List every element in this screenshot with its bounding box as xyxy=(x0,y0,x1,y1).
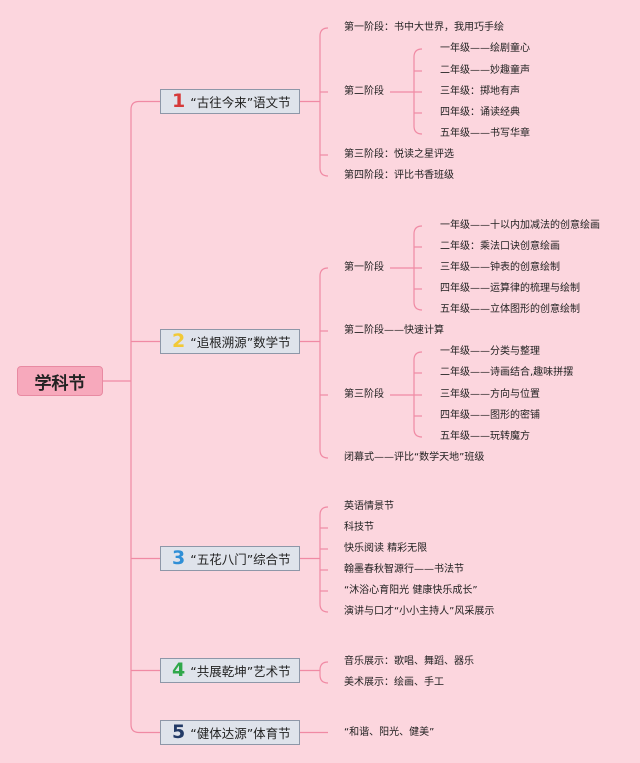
stage-item: 第四阶段：评比书香班级 xyxy=(344,170,454,181)
connector-line xyxy=(319,267,329,277)
grade-item: 二年级：乘法口诀创意绘画 xyxy=(440,241,560,252)
stage-item: 闭幕式——评比“数学天地”班级 xyxy=(344,452,485,463)
branch-chinese-festival: 1 “古往今来”语文节 xyxy=(160,89,300,114)
connector-line xyxy=(319,661,329,671)
branch-number: 3 xyxy=(172,547,186,569)
connector-line xyxy=(413,301,423,311)
branch-number: 2 xyxy=(172,330,186,352)
branch-label: “古往今来”语文节 xyxy=(190,95,291,110)
branch-label: “五花八门”综合节 xyxy=(190,552,291,567)
root-node: 学科节 xyxy=(17,366,103,396)
stage-item: 第三阶段 xyxy=(344,389,384,400)
connector-line xyxy=(130,724,160,734)
stage-item: 第一阶段 xyxy=(344,262,384,273)
grade-item: 四年级：诵读经典 xyxy=(440,107,520,118)
activity-item: “沐浴心育阳光 健康快乐成长” xyxy=(344,585,478,596)
activity-item: 演讲与口才“小小主持人”风采展示 xyxy=(344,606,495,617)
branch-sports-festival: 5 “健体达源”体育节 xyxy=(160,720,300,745)
connector-line xyxy=(413,428,423,438)
connector-line xyxy=(319,167,329,177)
grade-item: 三年级——方向与位置 xyxy=(440,389,540,400)
branch-label: “追根溯源”数学节 xyxy=(190,335,291,350)
activity-item: “和谐、阳光、健美” xyxy=(344,727,435,738)
activity-item: 科技节 xyxy=(344,522,374,533)
stage-item: 第一阶段：书中大世界，我用巧手绘 xyxy=(344,22,504,33)
branch-label: “健体达源”体育节 xyxy=(190,726,291,741)
grade-item: 五年级——立体图形的创意绘制 xyxy=(440,304,580,315)
connector-line xyxy=(319,27,329,37)
grade-item: 一年级——绘剧童心 xyxy=(440,43,530,54)
grade-item: 一年级——分类与整理 xyxy=(440,346,540,357)
stage-item: 第二阶段——快速计算 xyxy=(344,325,444,336)
grade-item: 三年级——钟表的创意绘制 xyxy=(440,262,560,273)
branch-number: 1 xyxy=(172,90,186,112)
activity-item: 翰墨春秋智源行——书法节 xyxy=(344,564,464,575)
connector-line xyxy=(319,449,329,459)
grade-item: 二年级——诗画结合,趣味拼摆 xyxy=(440,367,574,378)
grade-item: 五年级——玩转魔方 xyxy=(440,431,530,442)
connector-line xyxy=(319,674,329,684)
activity-item: 音乐展示：歌唱、舞蹈、器乐 xyxy=(344,656,474,667)
stage-item: 第三阶段：悦读之星评选 xyxy=(344,149,454,160)
grade-item: 一年级——十以内加减法的创意绘画 xyxy=(440,220,600,231)
branch-art-festival: 4 “共展乾坤”艺术节 xyxy=(160,658,300,683)
activity-item: 美术展示：绘画、手工 xyxy=(344,677,444,688)
branch-comprehensive-festival: 3 “五花八门”综合节 xyxy=(160,546,300,571)
grade-item: 四年级——运算律的梳理与绘制 xyxy=(440,283,580,294)
stage-item: 第二阶段 xyxy=(344,86,384,97)
connector-line xyxy=(413,225,423,235)
connector-line xyxy=(413,351,423,361)
branch-math-festival: 2 “追根溯源”数学节 xyxy=(160,329,300,354)
activity-item: 快乐阅读 精彩无限 xyxy=(344,543,428,554)
connector-line xyxy=(319,506,329,516)
branch-number: 5 xyxy=(172,721,186,743)
connector-line xyxy=(319,603,329,613)
connector-line xyxy=(413,125,423,135)
connector-line xyxy=(413,48,423,58)
grade-item: 四年级——图形的密铺 xyxy=(440,410,540,421)
grade-item: 二年级——妙趣童声 xyxy=(440,65,530,76)
activity-item: 英语情景节 xyxy=(344,501,394,512)
branch-number: 4 xyxy=(172,659,186,681)
grade-item: 三年级：掷地有声 xyxy=(440,86,520,97)
branch-label: “共展乾坤”艺术节 xyxy=(190,664,291,679)
connector-line xyxy=(130,100,160,110)
grade-item: 五年级——书写华章 xyxy=(440,128,530,139)
